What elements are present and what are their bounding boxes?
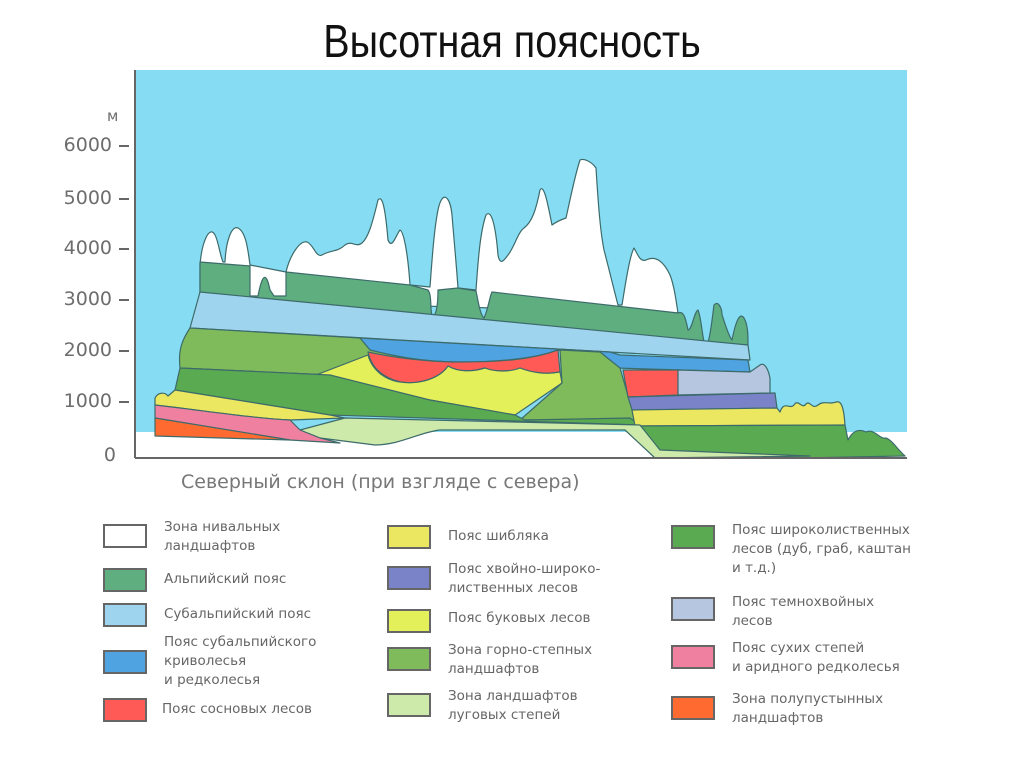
legend-swatch (387, 525, 431, 549)
legend-swatch (387, 647, 431, 671)
legend-item-shiblyak: Пояс шибляка (387, 525, 549, 549)
legend-label: Пояс субальпийского криволесья и редколе… (164, 634, 317, 688)
zone-dark-conifer (677, 363, 771, 396)
legend-label: Пояс сосновых лесов (162, 701, 312, 717)
legend-swatch (387, 693, 431, 717)
y-tick-1000: 1000 (63, 390, 112, 412)
legend-item-subalpine: Субальпийский пояс (103, 603, 311, 627)
legend-swatch (103, 603, 147, 627)
legend-swatch (103, 524, 147, 548)
y-tick-2000: 2000 (63, 339, 112, 361)
page-title: Высотная поясность (323, 15, 701, 67)
legend-label: Зона полупустынных ландшафтов (732, 691, 884, 726)
legend-label: Пояс шибляка (448, 528, 549, 544)
legend-item-pine: Пояс сосновых лесов (103, 698, 312, 722)
y-tick-4000: 4000 (63, 237, 112, 259)
legend-label: Альпийский пояс (164, 571, 287, 587)
legend-swatch (671, 525, 715, 549)
legend-item-mountain-steppe: Зона горно-степных ландшафтов (387, 642, 592, 679)
y-tick-6000: 6000 (63, 134, 112, 156)
legend-item-krummholz: Пояс субальпийского криволесья и редколе… (103, 634, 316, 690)
y-tick-0: 0 (103, 444, 116, 466)
zone-nival (199, 158, 679, 314)
zone-semidesert (154, 417, 291, 441)
y-tick-3000: 3000 (63, 288, 112, 310)
legend-item-beech: Пояс буковых лесов (387, 609, 590, 633)
legend-label: Пояс широколиственных лесов (дуб, граб, … (732, 522, 911, 576)
y-tick-5000: 5000 (63, 187, 112, 209)
legend-swatch (103, 698, 147, 722)
x-axis-caption: Северный склон (при взгляде с севера) (181, 471, 580, 493)
legend-label: Зона горно-степных ландшафтов (448, 642, 593, 677)
zone-subalpine (189, 291, 751, 361)
legend-label: Пояс буковых лесов (448, 610, 591, 626)
zone-beech (289, 354, 563, 416)
legend-swatch (671, 645, 715, 669)
legend-item-mixed-conifer: Пояс хвойно-широко- лиственных лесов (387, 561, 600, 598)
zone-pine-right (622, 369, 679, 398)
zone-meadow-steppe (299, 417, 811, 459)
zone-alpine (199, 261, 749, 349)
legend-label: Пояс сухих степей и аридного редколесья (732, 640, 900, 675)
legend-label: Субальпийский пояс (164, 606, 312, 622)
legend-swatch (387, 566, 431, 590)
legend-item-nival: Зона нивальных ландшафтов (103, 519, 280, 556)
axis-unit-label: м (107, 107, 119, 125)
legend-item-dark-conifer: Пояс темнохвойных лесов (671, 594, 874, 631)
legend-swatch (103, 568, 147, 592)
legend-label: Пояс хвойно-широко- лиственных лесов (448, 561, 601, 596)
legend-item-broadleaf: Пояс широколиственных лесов (дуб, граб, … (671, 522, 911, 578)
legend-label: Зона ландшафтов луговых степей (448, 688, 578, 723)
legend-label: Пояс темнохвойных лесов (732, 594, 875, 629)
zone-dry-steppe (154, 404, 341, 444)
legend-swatch (103, 650, 147, 674)
legend-item-alpine: Альпийский пояс (103, 568, 286, 592)
legend-swatch (671, 696, 715, 720)
legend-label: Зона нивальных ландшафтов (164, 519, 281, 554)
legend-item-semidesert: Зона полупустынных ландшафтов (671, 691, 883, 728)
legend-swatch (671, 597, 715, 621)
legend-item-dry-steppe: Пояс сухих степей и аридного редколесья (671, 640, 900, 677)
legend-swatch (387, 609, 431, 633)
zone-broadleaf-right (634, 424, 906, 459)
zone-shiblyak-right (631, 401, 846, 427)
legend-item-meadow-steppe: Зона ландшафтов луговых степей (387, 688, 578, 725)
